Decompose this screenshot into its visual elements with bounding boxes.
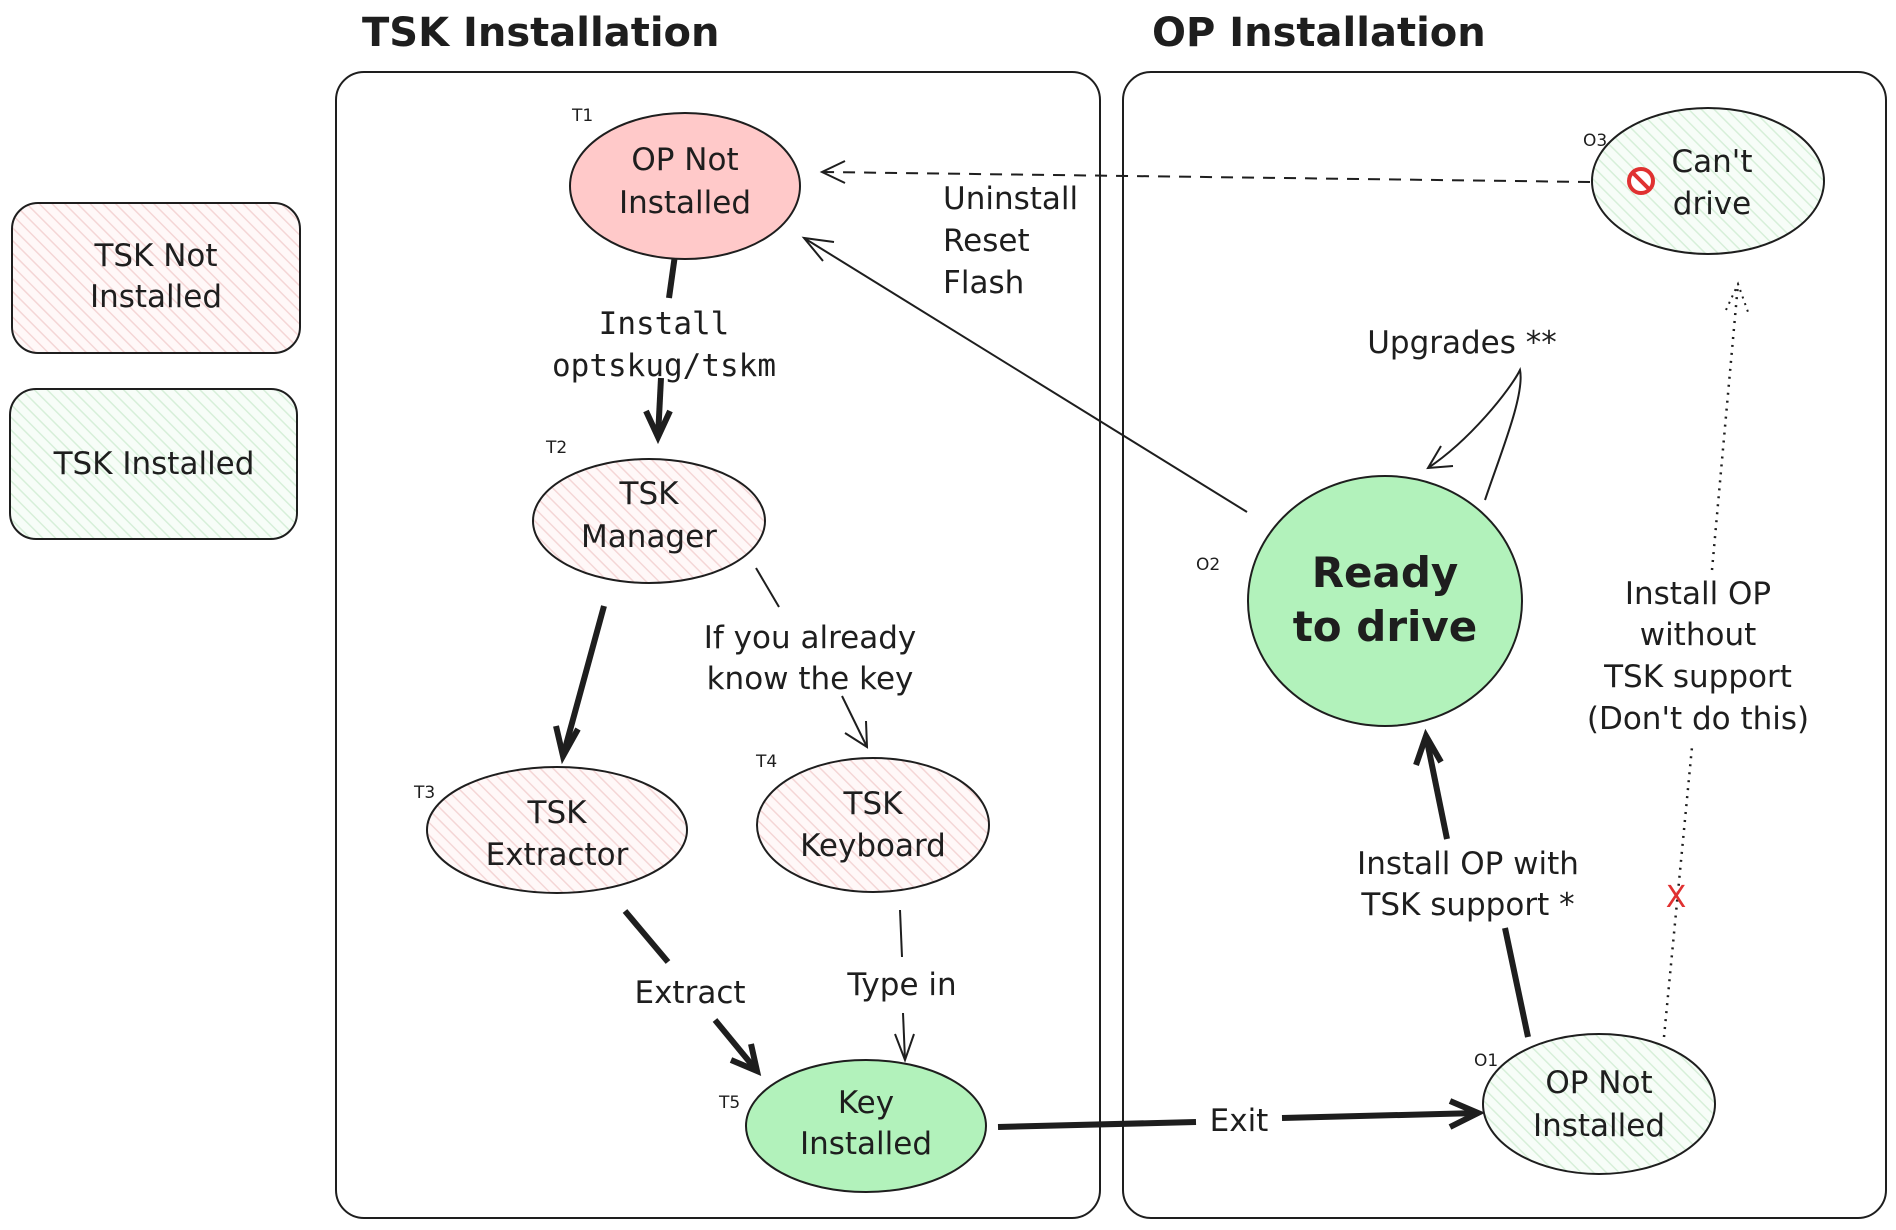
edge-label-without-line-1: Install OP	[1625, 576, 1771, 612]
edge-label-uninstall: Uninstall	[943, 181, 1078, 217]
edge-t5-o1-left	[997, 1119, 1197, 1130]
edge-t4-t5-upper	[899, 909, 903, 958]
node-t5-key-installed	[745, 1059, 987, 1193]
edge-t2-t4-lower	[841, 695, 868, 748]
node-t3-tsk-extractor	[426, 766, 688, 894]
edge-o1-o3-upper	[1710, 283, 1740, 571]
node-o3-label-line-1: Can't	[1672, 144, 1753, 180]
node-o1-op-not-installed	[1482, 1033, 1716, 1175]
edge-t1-t2-upper	[666, 254, 678, 299]
op-installation-frame	[1122, 71, 1887, 1219]
edge-t2-t3-arrowhead	[553, 725, 581, 765]
edge-t4-t5-arrowhead	[894, 1033, 915, 1063]
legend-tsk-not-installed-box	[11, 202, 301, 354]
node-t5-id: T5	[718, 1093, 740, 1113]
node-t4-label-line-1: TSK	[843, 786, 904, 822]
edge-label-extract: Extract	[634, 975, 745, 1011]
node-o2-label-line-2: to drive	[1293, 602, 1478, 651]
edge-o2-t1-arrowhead	[801, 236, 835, 262]
node-t3-id: T3	[413, 783, 435, 803]
edge-t5-o1-right	[1281, 1110, 1479, 1121]
prohibited-icon	[1627, 167, 1655, 195]
edge-label-without-line-3: TSK support	[1603, 659, 1792, 695]
edge-t2-t3	[560, 605, 607, 757]
edge-label-install-op-with-line-1: Install OP with	[1357, 846, 1579, 882]
edge-t2-t4-arrowhead	[844, 720, 869, 749]
edge-t2-t4-upper	[755, 567, 780, 608]
node-o2-ready-to-drive	[1247, 475, 1523, 727]
tsk-installation-frame	[335, 71, 1101, 1219]
node-t2-label-line-1: TSK	[619, 476, 680, 512]
edge-label-already-know-line-1: If you already	[704, 620, 917, 656]
node-t5-label-line-1: Key	[838, 1085, 894, 1121]
edge-label-without-line-4: (Don't do this)	[1587, 701, 1809, 737]
node-o1-label-line-2: Installed	[1533, 1108, 1665, 1144]
edge-t3-t5-upper	[622, 909, 671, 964]
node-t4-tsk-keyboard	[756, 757, 990, 893]
node-t2-label-line-2: Manager	[581, 519, 717, 555]
node-o3-label-line-2: drive	[1673, 186, 1751, 222]
edge-label-reset: Reset	[943, 223, 1030, 259]
op-installation-title: OP Installation	[1152, 10, 1486, 56]
node-o1-label-line-1: OP Not	[1545, 1065, 1652, 1101]
node-t1-label-line-1: OP Not	[631, 142, 738, 178]
edge-t1-t2-lower	[655, 377, 664, 438]
edge-label-without-line-2: without	[1640, 617, 1757, 653]
legend-installed-label: TSK Installed	[53, 446, 255, 482]
node-t2-id: T2	[545, 438, 567, 458]
legend-not-installed-line-1: TSK Not	[93, 238, 217, 274]
node-t1-id: T1	[571, 106, 593, 126]
node-o2-label-line-1: Ready	[1312, 548, 1459, 597]
edge-o1-o2-arrowhead	[1413, 728, 1444, 766]
edge-t5-o1-arrowhead	[1448, 1098, 1486, 1130]
node-o3-id: O3	[1583, 131, 1607, 151]
node-o3-cant-drive	[1591, 107, 1825, 255]
edge-o1-o3-arrowhead	[1725, 281, 1749, 313]
edge-t3-t5-arrowhead	[729, 1043, 762, 1077]
node-t1-op-not-installed	[569, 112, 801, 260]
edge-o3-t1	[821, 171, 1591, 183]
legend-tsk-installed-box	[9, 388, 298, 540]
node-t5-label-line-2: Installed	[800, 1126, 932, 1162]
node-t4-label-line-2: Keyboard	[800, 828, 946, 864]
edge-label-already-know-line-2: know the key	[707, 661, 914, 697]
edge-label-install-line-1: Install	[599, 306, 730, 342]
edge-label-flash: Flash	[943, 265, 1024, 301]
edge-o1-o2-lower	[1502, 927, 1531, 1038]
edge-o3-t1-arrowhead	[819, 160, 846, 184]
edge-t4-t5-lower	[902, 1012, 906, 1061]
edge-label-type-in: Type in	[846, 967, 956, 1003]
edge-label-install-op-with-line-2: TSK support *	[1360, 887, 1574, 923]
edge-t3-t5-lower	[712, 1018, 760, 1073]
edge-label-upgrades: Upgrades **	[1367, 325, 1557, 361]
edge-label-exit: Exit	[1210, 1103, 1269, 1139]
node-o1-id: O1	[1474, 1051, 1498, 1071]
tsk-installation-title: TSK Installation	[362, 10, 720, 56]
edge-o2-self-loop-arrowhead	[1426, 445, 1454, 470]
edge-o2-t1	[803, 237, 1248, 513]
node-t2-tsk-manager	[532, 458, 766, 584]
edge-o1-o3-lower	[1662, 746, 1694, 1038]
node-t3-label-line-2: Extractor	[486, 837, 629, 873]
edge-t1-t2-arrowhead	[643, 409, 673, 445]
node-t4-id: T4	[755, 752, 777, 772]
legend-not-installed-line-2: Installed	[90, 279, 222, 315]
node-t1-label-line-2: Installed	[619, 185, 751, 221]
edge-o2-self-loop	[1427, 366, 1522, 501]
node-o2-id: O2	[1196, 555, 1220, 575]
edge-label-install-line-2: optskug/tskm	[552, 348, 776, 384]
node-t3-label-line-1: TSK	[527, 795, 588, 831]
blocked-cross-mark: X	[1666, 880, 1687, 915]
edge-o1-o2-upper	[1423, 735, 1450, 840]
